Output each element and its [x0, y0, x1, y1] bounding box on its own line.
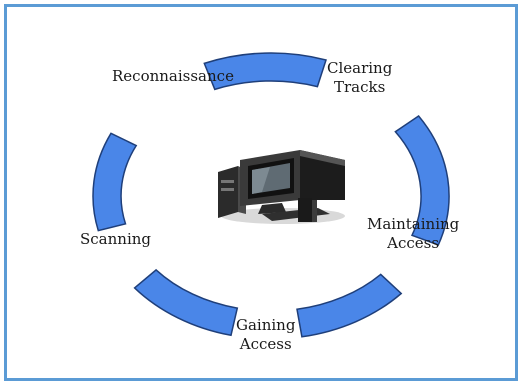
stage-label-scanning: Scanning [80, 230, 152, 248]
segment-bottom-right [296, 273, 403, 338]
segment-bottom-left [133, 268, 239, 337]
segment-top [203, 52, 327, 91]
stage-label-reconnaissance: Reconnaissance [112, 67, 234, 85]
stage-label-clearing-tracks: Clearing Tracks [327, 59, 393, 96]
stage-label-gaining-access: Gaining Access [236, 316, 296, 353]
segment-left [92, 132, 138, 232]
segment-right [394, 114, 450, 246]
computer-icon [218, 150, 345, 224]
stage-label-maintaining-access: Maintaining Access [367, 215, 460, 252]
